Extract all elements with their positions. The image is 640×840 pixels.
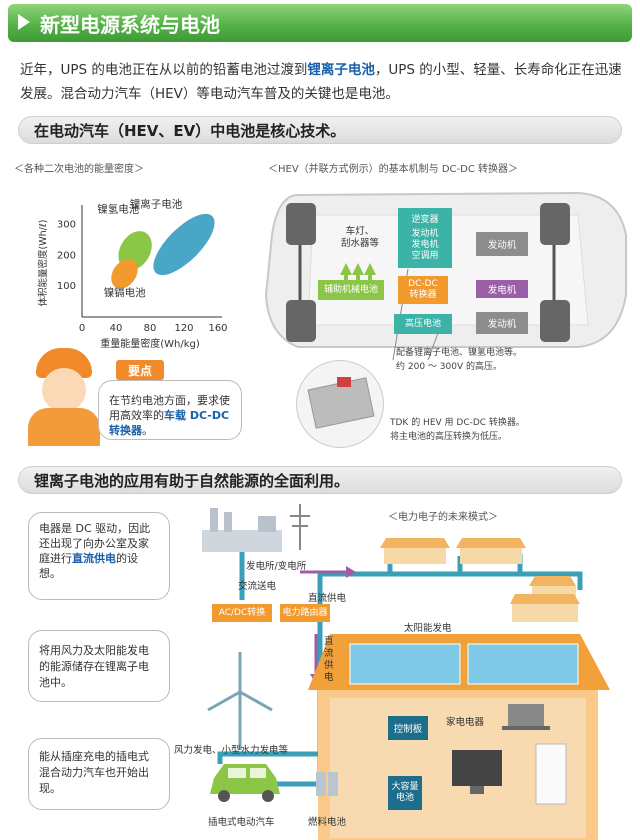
x-axis-label: 重量能量密度(Wh/kg) — [100, 337, 200, 350]
battery-note: 配备锂离子电池、镍氢电池等。 约 200 ～ 300V 的高压。 — [396, 348, 523, 372]
wheel-rear-right — [540, 300, 570, 342]
x-tick-label: 40 — [110, 323, 123, 334]
converter-connector — [337, 377, 351, 387]
phev-label: 插电式电动汽车 — [208, 817, 275, 828]
x-tick-label: 160 — [208, 323, 227, 334]
intro-text: 近年，UPS 的电池正在从以前的铅蓄电池过渡到 — [20, 62, 308, 78]
hev-diagram-caption: ＜HEV（并联方式例示）的基本机制与 DC-DC 转换器＞ — [268, 164, 519, 175]
point-speech: 在节约电池方面，要求使用高效率的车载 DC-DC 转换器。 — [98, 380, 242, 440]
energy-density-chart: 0 40 80 120 160 100 200 300 重量能量密度(Wh/kg) 体积能量密度(… — [37, 197, 228, 350]
point-badge: 要点 — [116, 360, 164, 380]
power-station-label: 发电所/变电所 — [246, 561, 307, 572]
fuel-cell-label: 燃料电池 — [308, 817, 347, 828]
phev-bubble: 能从插座充电的插电式混合动力汽车也开始出现。 — [28, 738, 170, 810]
face-icon — [42, 368, 86, 412]
x-tick-label: 0 — [79, 323, 85, 334]
point-highlight: 车载 DC-DC 转换器 — [109, 409, 230, 437]
storage-bubble: 将用风力及太阳能发电的能源储存在锂离子电池中。 — [28, 630, 170, 702]
body-icon — [28, 408, 100, 446]
appliances-label: 家电电器 — [446, 717, 485, 728]
title-banner — [8, 4, 632, 42]
wheel-front-left — [286, 203, 316, 245]
intro-highlight: 锂离子电池 — [307, 62, 375, 78]
house-icons — [380, 538, 580, 622]
ac-transmission-label: 交流送电 — [238, 581, 277, 592]
x-tick-label: 120 — [174, 323, 193, 334]
y-tick-label: 300 — [57, 219, 76, 230]
section-2-title: 锂离子电池的应用有助于自然能源的全面利用。 — [34, 472, 350, 490]
y-tick-label: 100 — [57, 281, 76, 292]
intro-text-2: ，UPS 的小型、轻量、长寿命化正在迅速发展。混合动力汽车（HEV）等电动汽车普… — [20, 62, 622, 102]
dc-supply-vertical-label: 直流供电 — [324, 636, 334, 683]
x-tick-label: 80 — [144, 323, 157, 334]
wheel-rear-left — [286, 300, 316, 342]
series-region-1 — [153, 213, 215, 276]
point-bubble: 在节约电池方面，要求使用高效率的车载 DC-DC 转换器。 要点 — [98, 360, 242, 440]
power-station-icon — [202, 504, 310, 552]
point-text: 在节约电池方面，要求使用高效率的 — [109, 394, 230, 422]
generator-box: 发电机 — [476, 280, 528, 298]
play-arrow-icon — [18, 14, 30, 30]
series-label-1: 锂离子电池 — [130, 197, 183, 210]
y-tick-label: 200 — [57, 250, 76, 261]
power-router-box: 电力路由器 — [280, 604, 330, 622]
tdk-note: TDK 的 HEV 用 DC-DC 转换器。 将主电池的高压转换为低压。 — [390, 418, 525, 442]
bubble1-text: 电器是 DC 驱动，因此还出现了向办公室及家庭进行 — [39, 522, 151, 565]
wind-turbine-icon — [207, 652, 273, 750]
wheel-front-right — [540, 203, 570, 245]
wind-label: 风力发电、小型水力发电等 — [174, 745, 289, 756]
inverter-label: 逆变器 — [411, 214, 439, 225]
hv-battery-box: 高压电池 — [394, 314, 452, 334]
intro-paragraph: 近年，UPS 的电池正在从以前的铅蓄电池过渡到锂离子电池，UPS 的小型、轻量、… — [20, 58, 625, 106]
y-axis-label: 体积能量密度(Wh/ℓ) — [37, 220, 49, 307]
house-icon — [308, 634, 610, 840]
dcdc-converter-box: DC-DC 转换器 — [398, 276, 448, 304]
acdc-converter-box: AC/DC转换 — [212, 604, 272, 622]
future-caption: ＜电力电子的未来模式＞ — [388, 512, 498, 523]
bubble1-highlight: 直流供电 — [72, 552, 116, 565]
engine-box: 发动机 — [476, 232, 528, 256]
green-arrows-icon — [340, 263, 376, 283]
section-1-bar — [18, 116, 622, 144]
appliance-icons — [452, 704, 567, 805]
solar-label: 太阳能发电 — [404, 623, 452, 634]
aux-battery-box: 辅助机械电池 — [318, 280, 384, 300]
power-network-diagram — [202, 504, 610, 840]
dc-supply-bubble: 电器是 DC 驱动，因此还出现了向办公室及家庭进行直流供电的设想。 — [28, 512, 170, 600]
bubble1-text-end: 的设想。 — [39, 552, 138, 580]
car-icon — [210, 764, 280, 802]
dc-supply-label: 直流供电 — [308, 593, 347, 604]
point-text-end: 。 — [142, 424, 153, 437]
series-region-2 — [111, 258, 138, 289]
series-label-0: 镍氢电池 — [97, 203, 139, 216]
section-1-title: 在电动汽车（HEV、EV）中电池是核心技术。 — [34, 122, 346, 140]
inverter-box: 逆变器发动机 发电机 空调用 — [398, 208, 452, 268]
fuel-cell-icon — [316, 772, 338, 796]
tdk-converter-image — [296, 360, 384, 448]
engine-2-box: 发动机 — [476, 312, 528, 334]
chart-caption: ＜各种二次电池的能量密度＞ — [14, 164, 144, 175]
big-battery-box: 大容量 电池 — [388, 776, 422, 810]
section-2-bar — [18, 466, 622, 494]
series-label-2: 镍镉电池 — [104, 286, 146, 299]
lights-wipers-label: 车灯、 刮水器等 — [340, 226, 379, 249]
page-title: 新型电源系统与电池 — [40, 13, 220, 37]
control-panel-box: 控制板 — [388, 716, 428, 740]
generator-label: 发动机 发电机 空调用 — [411, 228, 439, 261]
